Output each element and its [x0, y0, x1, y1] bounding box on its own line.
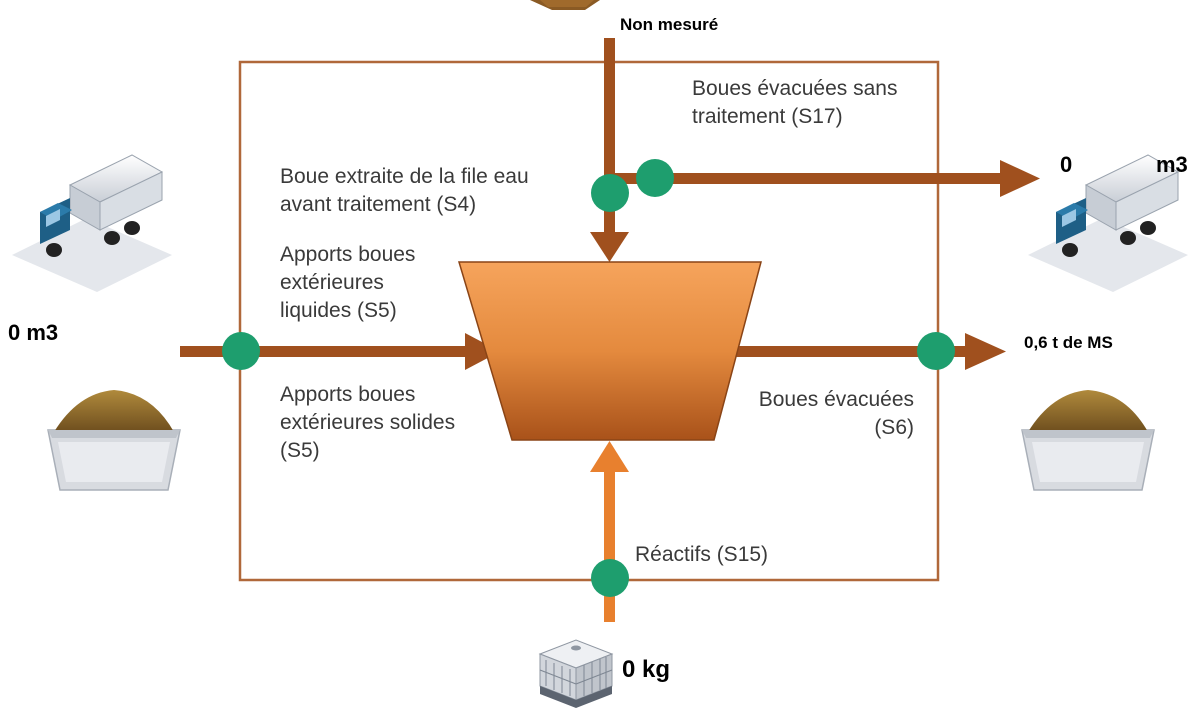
- measure-point-s5: [222, 332, 260, 370]
- sludge-skip-icon: [1021, 390, 1155, 491]
- label-s17: Boues évacuées sans traitement (S17): [692, 77, 898, 128]
- sludge-skip-icon: [47, 390, 181, 491]
- flow-arrow-s6: [730, 333, 1006, 370]
- measure-point-s17: [636, 159, 674, 197]
- label-s5-solid: Apports boues extérieures solides (S5): [280, 383, 456, 462]
- flow-arrow-s4: [590, 38, 629, 262]
- label-s6: Boues évacuées (S6): [758, 388, 914, 439]
- thickener-basin-icon: [457, 261, 762, 441]
- flow-arrow-s15: [590, 441, 629, 622]
- sludge-pile-icon: [530, 0, 600, 10]
- tanker-truck-icon: [12, 154, 172, 292]
- ibc-container-icon: [538, 639, 614, 708]
- value-s5: 0 m3: [8, 320, 59, 345]
- flow-arrow-s17: [610, 160, 1040, 197]
- value-s17: 0: [1060, 152, 1073, 177]
- measure-point-s15: [591, 559, 629, 597]
- system-boundary: [238, 60, 940, 582]
- measure-point-s4: [591, 174, 629, 212]
- label-s4: Boue extraite de la file eau avant trait…: [280, 165, 529, 216]
- flow-arrow-s5: [180, 333, 500, 370]
- value-s4: Non mesuré: [620, 15, 719, 34]
- label-s5-liquid: Apports boues extérieures liquides (S5): [280, 243, 416, 322]
- value-s6: 0,6 t de MS: [1024, 333, 1113, 352]
- measure-point-s6: [917, 332, 955, 370]
- tanker-truck-icon: [1028, 154, 1188, 292]
- value-s15: 0 kg: [622, 656, 671, 683]
- unit-s17: m3: [1156, 152, 1188, 177]
- label-s15: Réactifs (S15): [635, 543, 769, 566]
